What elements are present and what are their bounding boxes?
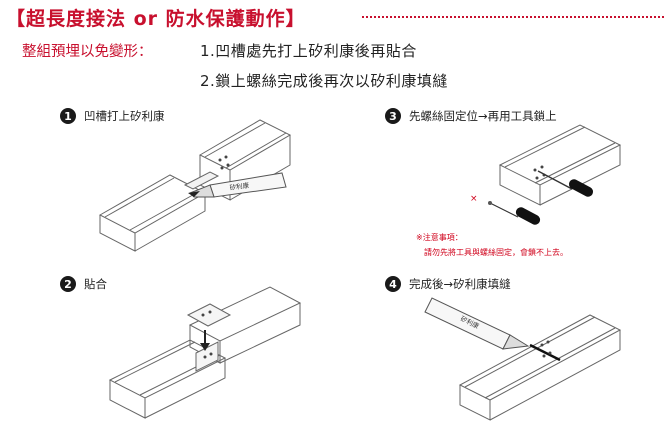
- wrong-mark: ×: [470, 194, 478, 204]
- step-3-header: 3 先螺絲固定位→再用工具鎖上: [385, 108, 557, 124]
- step-2-title: 貼合: [84, 277, 107, 291]
- step-3-illustration: ×: [470, 124, 622, 225]
- screw-holes: [201, 310, 213, 359]
- step-4-header: 4 完成後→矽利康填縫: [385, 276, 511, 292]
- step-1-badge: 1: [60, 108, 76, 124]
- step-4-title: 完成後→矽利康填縫: [409, 277, 511, 291]
- intro-step-1: 1.凹槽處先打上矽利康後再貼合: [200, 42, 417, 60]
- caution-heading: ※注意事項：: [416, 233, 463, 242]
- screw-holes: [540, 340, 552, 358]
- screw-icon: [488, 201, 492, 205]
- page-title: 【超長度接法 or 防水保護動作】: [6, 8, 306, 30]
- step-3-badge: 3: [385, 108, 401, 124]
- trough-illustration: [498, 124, 622, 206]
- trough-illustration: [108, 286, 302, 419]
- step-1-title: 凹槽打上矽利康: [84, 109, 165, 123]
- screwdriver-icon: [537, 170, 594, 197]
- step-1-header: 1 凹槽打上矽利康: [60, 108, 165, 124]
- step-2-header: 2 貼合: [60, 276, 107, 292]
- title-divider: [362, 16, 664, 18]
- arrow-down-icon: [200, 330, 210, 351]
- step-2-illustration: [108, 286, 302, 419]
- step-3-title: 先螺絲固定位→再用工具鎖上: [409, 109, 557, 123]
- step-4-badge: 4: [385, 276, 401, 292]
- caution-text: 請勿先將工具與螺絲固定，會鎖不上去。: [424, 248, 568, 257]
- intro-step-2: 2.鎖上螺絲完成後再次以矽利康填縫: [200, 72, 448, 90]
- silicone-bead: [188, 191, 200, 197]
- step-1-tube-label: 矽利康: [229, 180, 250, 192]
- silicone-seam: [529, 343, 561, 362]
- screw-holes: [218, 155, 230, 170]
- intro-label: 整組預埋以免變形：: [22, 44, 153, 60]
- trough-illustration: [458, 314, 622, 421]
- screwdriver-icon: [488, 201, 541, 225]
- step-1-illustration: 矽利康: [98, 119, 292, 252]
- silicone-tube-icon: 矽利康: [424, 297, 530, 350]
- step-2-badge: 2: [60, 276, 76, 292]
- caution-note: ※注意事項： 請勿先將工具與螺絲固定，會鎖不上去。: [416, 230, 568, 260]
- step-4-illustration: 矽利康: [424, 297, 622, 421]
